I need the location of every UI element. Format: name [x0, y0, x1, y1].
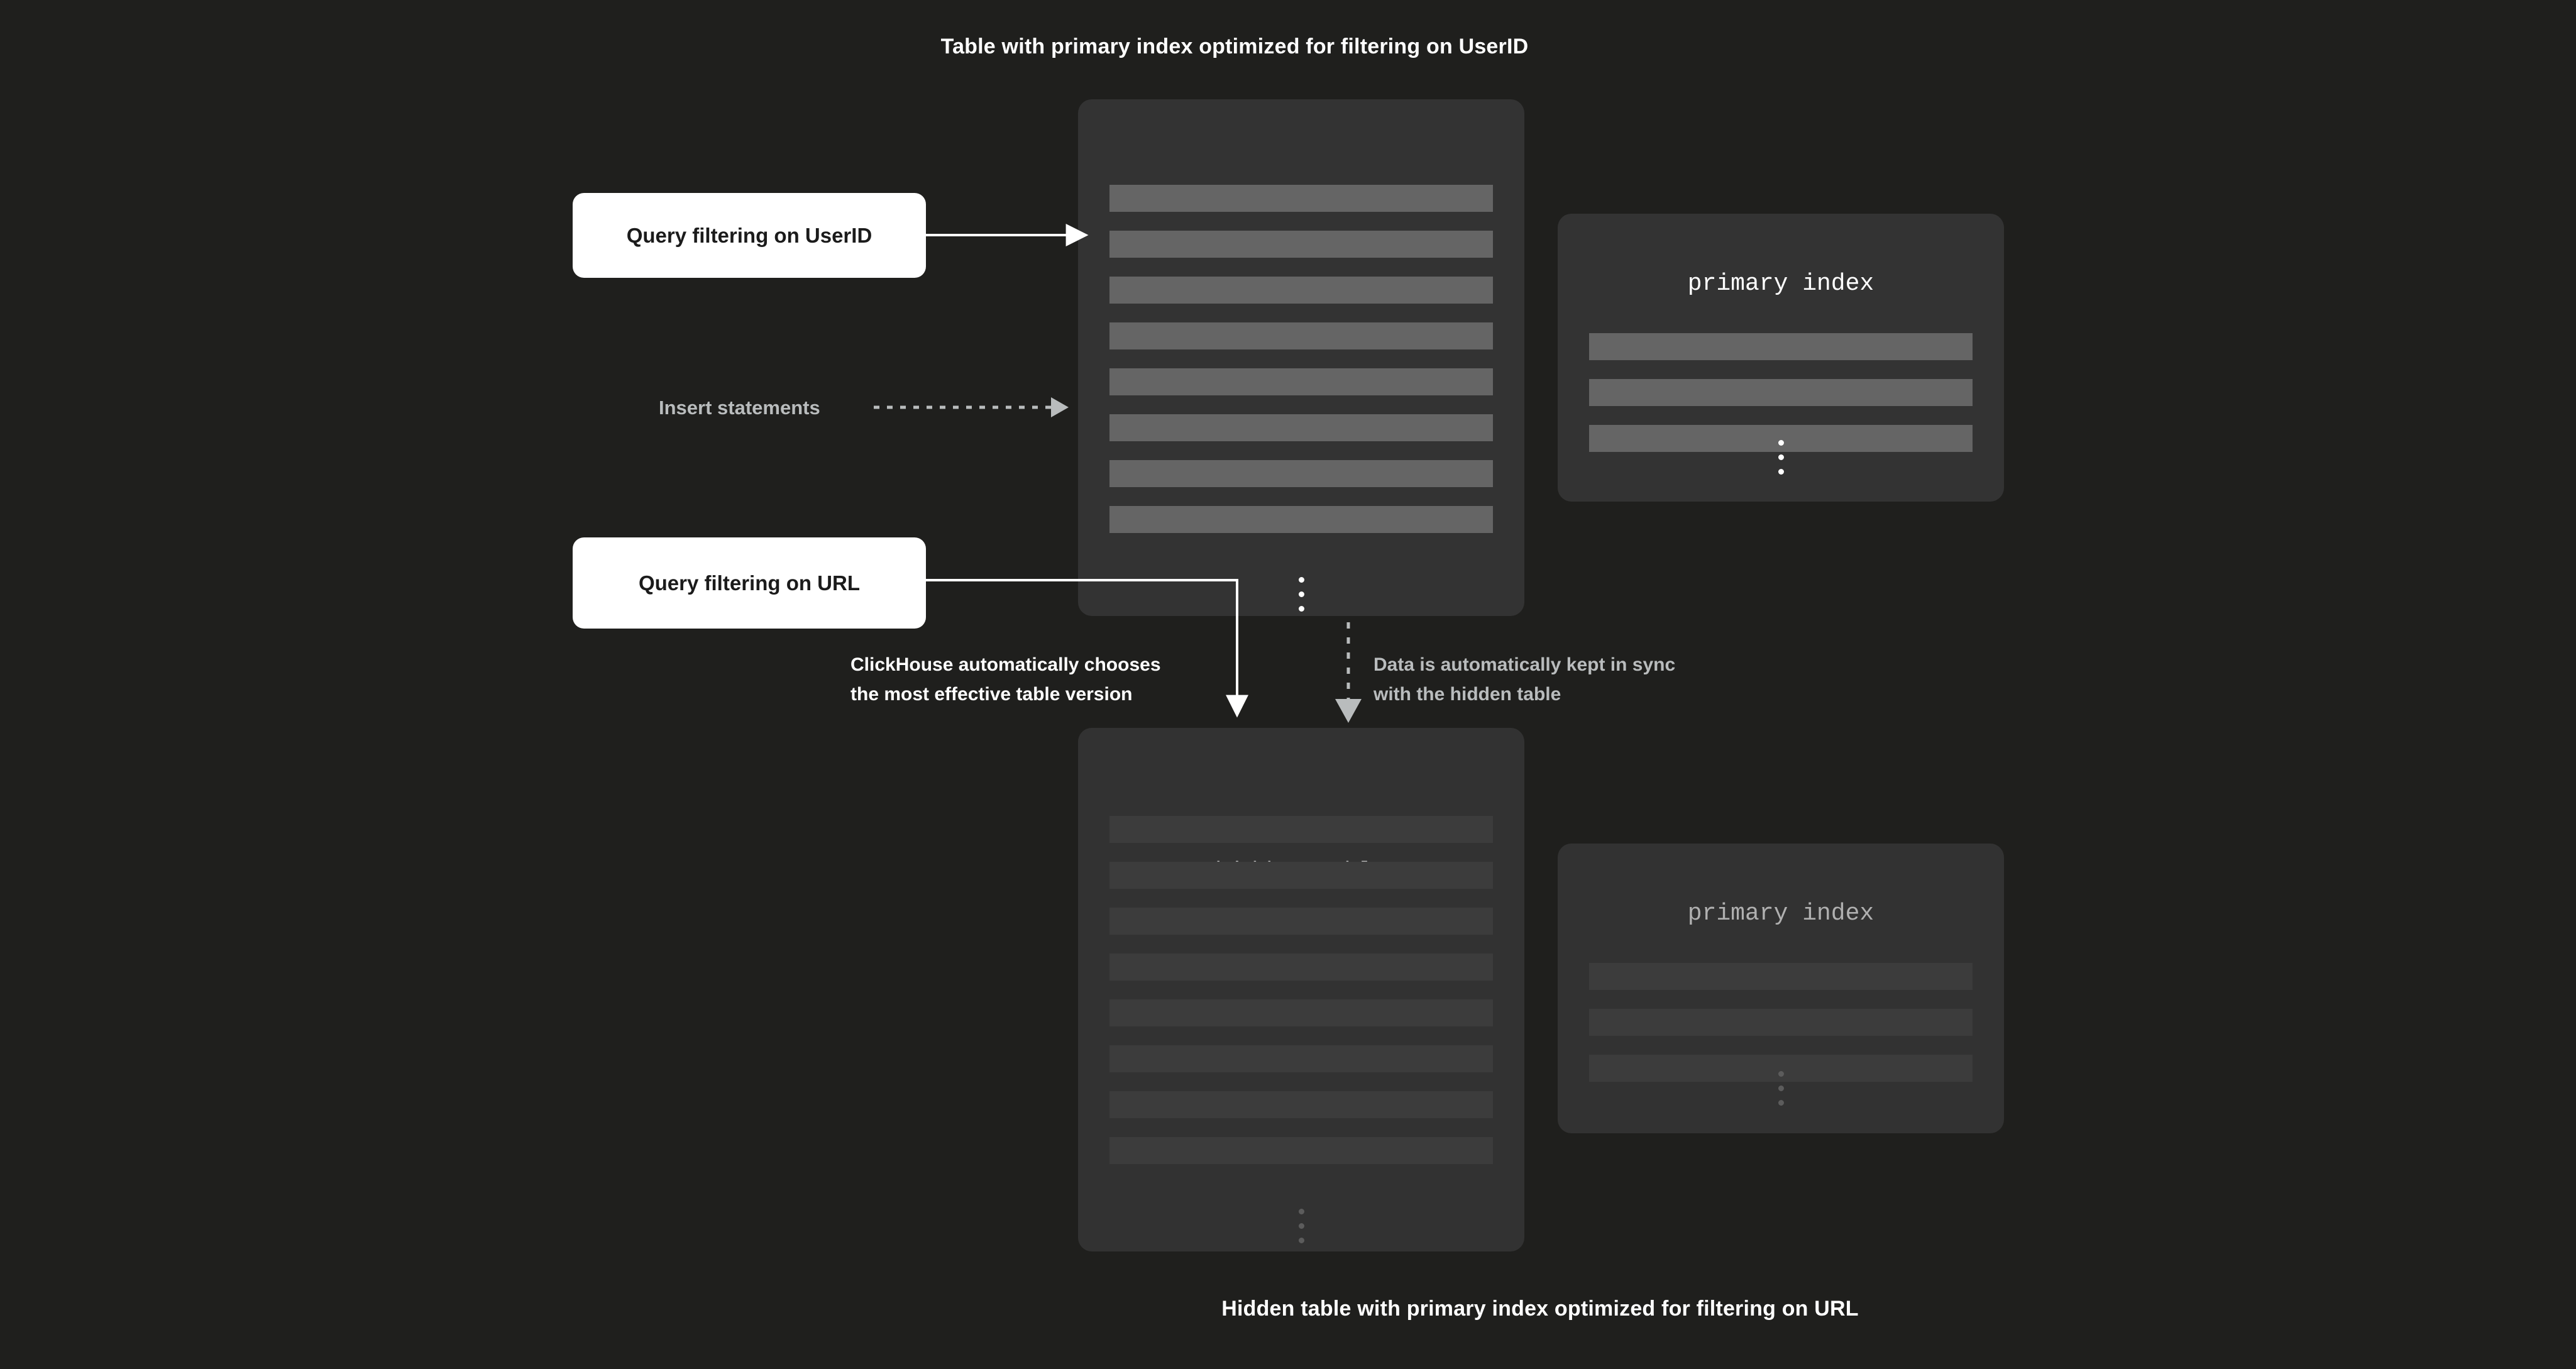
table-1-card[interactable]: table 1: [1078, 99, 1524, 616]
index-row: [1589, 379, 1973, 406]
bottom-caption: Hidden table with primary index optimize…: [1221, 1297, 1859, 1321]
index-row: [1589, 333, 1973, 360]
table-1-ellipsis-icon: [1078, 577, 1524, 612]
table-row: [1109, 816, 1493, 843]
table-row: [1109, 460, 1493, 487]
table-row: [1109, 954, 1493, 981]
primary-index-bottom-rows: [1558, 963, 2004, 1082]
primary-index-top-ellipsis-icon: [1558, 440, 2004, 475]
index-row: [1589, 425, 1973, 452]
table-row: [1109, 999, 1493, 1026]
primary-index-bottom-card[interactable]: primary index: [1558, 844, 2004, 1133]
index-row: [1589, 1009, 1973, 1036]
table-row: [1109, 908, 1493, 935]
index-row: [1589, 963, 1973, 990]
primary-index-bottom-ellipsis-icon: [1558, 1071, 2004, 1106]
hidden-table-card[interactable]: hidden table: [1078, 728, 1524, 1251]
insert-statements-label: Insert statements: [659, 397, 820, 419]
table-row: [1109, 277, 1493, 304]
primary-index-bottom-title: primary index: [1687, 900, 1874, 927]
query-filtering-userid-callout[interactable]: Query filtering on UserID: [573, 193, 926, 278]
hidden-table-ellipsis-icon: [1078, 1209, 1524, 1243]
primary-index-top-card[interactable]: primary index: [1558, 214, 2004, 502]
table-row: [1109, 185, 1493, 212]
kept-in-sync-annotation: Data is automatically kept in sync with …: [1373, 654, 1676, 705]
table-row: [1109, 862, 1493, 889]
table-row: [1109, 368, 1493, 395]
table-row: [1109, 1045, 1493, 1072]
primary-index-top-rows: [1558, 333, 2004, 452]
table-row: [1109, 506, 1493, 533]
top-caption: Table with primary index optimized for f…: [940, 35, 1529, 58]
sync-arrowhead-icon: [1335, 699, 1362, 723]
table-1-rows: [1078, 185, 1524, 533]
primary-index-top-title: primary index: [1687, 270, 1874, 297]
table-row: [1109, 231, 1493, 258]
choose-version-annotation: ClickHouse automatically chooses the mos…: [850, 654, 1161, 705]
table-row: [1109, 414, 1493, 441]
hidden-table-rows: [1078, 816, 1524, 1164]
query-filtering-url-callout[interactable]: Query filtering on URL: [573, 537, 926, 629]
index-row: [1589, 1055, 1973, 1082]
insert-statements-arrowhead-icon: [1051, 397, 1069, 417]
table-row: [1109, 1137, 1493, 1164]
table-row: [1109, 1091, 1493, 1118]
table-row: [1109, 322, 1493, 349]
